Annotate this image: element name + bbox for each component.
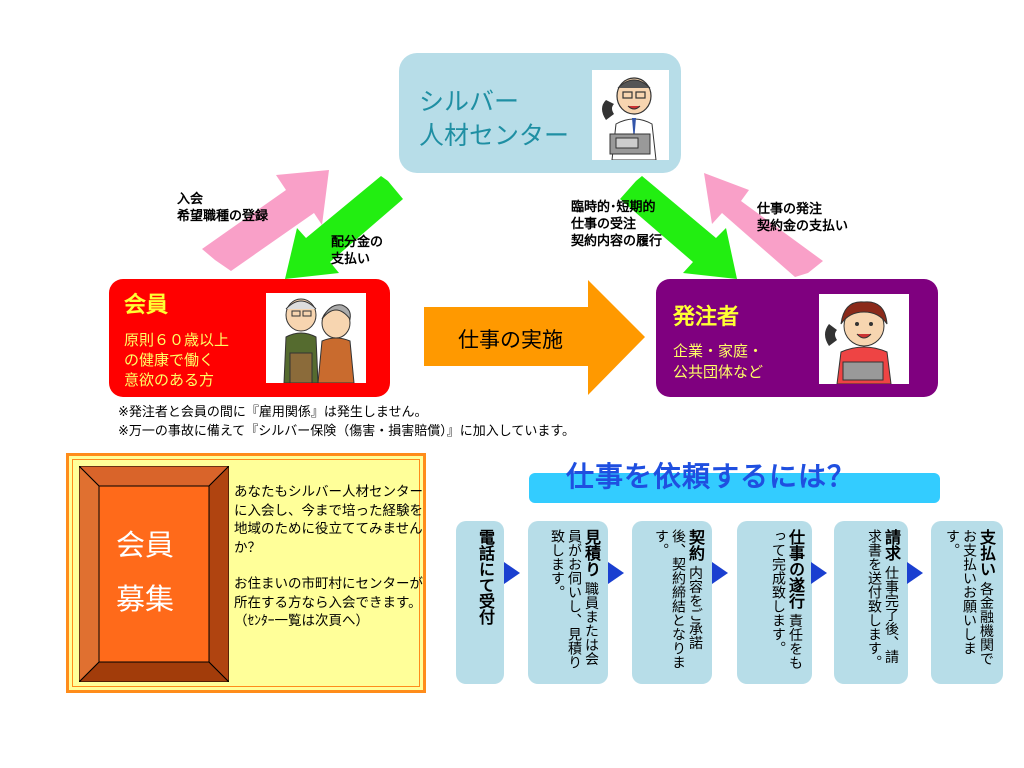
phone-woman-illustration <box>819 294 909 384</box>
step-contract-head: 契約 <box>686 529 705 561</box>
step-execution-body: 責任をもって完成致します。 <box>770 529 803 670</box>
member-box: 会員 原則６０歳以上 の健康で働く 意欲のある方 <box>109 279 390 397</box>
member-description: 原則６０歳以上 の健康で働く 意欲のある方 <box>124 330 229 390</box>
step-payment-head: 支払い <box>977 529 996 577</box>
step-arrow-icon <box>712 562 728 584</box>
pink-arrow-join <box>202 170 329 271</box>
recruit-frame <box>79 466 229 682</box>
step-invoice-body: 仕事完了後、請求書を送付致します。 <box>866 529 899 669</box>
elderly-couple-illustration <box>266 293 366 383</box>
step-arrow-icon <box>608 562 624 584</box>
step-invoice: 請求 仕事完了後、請求書を送付致します。 <box>834 521 908 684</box>
step-phone-head: 電話にて受付 <box>476 529 495 625</box>
recruit-panel: 会員 募集 あなたもシルバー人材センターに入会し、今まで培った経験を地域のために… <box>66 453 426 693</box>
work-arrow <box>424 280 645 395</box>
step-estimate-head: 見積り <box>582 529 601 577</box>
step-execution: 仕事の遂行 責任をもって完成致します。 <box>737 521 812 684</box>
silver-center-box: シルバー 人材センター <box>399 53 681 173</box>
step-payment-body: 各金融機関でお支払いお願いします。 <box>944 529 994 666</box>
order-label-line2: 仕事の受注 <box>571 217 637 232</box>
member-desc-line2: の健康で働く <box>124 351 215 369</box>
recruit-text: あなたもシルバー人材センターに入会し、今まで培った経験を地域のために役立ててみま… <box>234 483 424 631</box>
green-arrow-order <box>620 176 737 279</box>
step-arrow-icon <box>907 562 923 584</box>
note-line2: ※万一の事故に備えて『シルバー保険（傷害・損害賠償）』に加入しています。 <box>118 424 576 439</box>
order-label-line3: 契約内容の履行 <box>571 234 663 249</box>
pay-label-line1: 配分金の <box>331 235 384 250</box>
step-contract-body: 内容をご承諾後、契約締結となります。 <box>653 529 703 669</box>
client-desc-line1: 企業・家庭・ <box>673 342 764 360</box>
howto-banner <box>529 473 940 503</box>
pink-arrow-client <box>704 173 823 277</box>
pay-label: 配分金の 支払い <box>331 234 383 268</box>
recruit-paragraph3: （ｾﾝﾀｰ一覧は次頁へ） <box>234 613 369 629</box>
order-label-line1: 臨時的･短期的 <box>571 200 656 215</box>
order-label: 臨時的･短期的 仕事の受注 契約内容の履行 <box>571 199 662 250</box>
center-title-line2: 人材センター <box>419 121 570 150</box>
join-label-line1: 入会 <box>177 192 204 207</box>
center-title-line1: シルバー <box>419 87 520 116</box>
step-payment: 支払い 各金融機関でお支払いお願いします。 <box>931 521 1003 684</box>
recruit-title-line1: 会員 <box>115 528 174 562</box>
recruit-paragraph2: お住まいの市町村にセンターが所在する方なら入会できます。 <box>234 576 423 611</box>
note-line1: ※発注者と会員の間に『雇用関係』は発生しません。 <box>118 405 428 420</box>
step-contract: 契約 内容をご承諾後、契約締結となります。 <box>632 521 712 684</box>
howto-title: 仕事を依頼するには？ <box>566 460 857 493</box>
client-title: 発注者 <box>673 305 740 330</box>
recruit-paragraph1: あなたもシルバー人材センターに入会し、今まで培った経験を地域のために役立ててみま… <box>234 484 423 556</box>
join-label: 入会 希望職種の登録 <box>177 191 268 225</box>
member-desc-line1: 原則６０歳以上 <box>124 331 230 349</box>
client-description: 企業・家庭・ 公共団体など <box>673 341 763 383</box>
phone-man-illustration <box>592 70 669 160</box>
client-order-label-line2: 契約金の支払い <box>757 219 849 234</box>
member-title: 会員 <box>124 293 169 318</box>
pay-label-line2: 支払い <box>331 252 371 267</box>
step-phone: 電話にて受付 <box>456 521 504 684</box>
recruit-title: 会員 募集 <box>95 518 195 626</box>
step-estimate-body: 職員または会員がお伺いし、見積り致します。 <box>549 529 599 669</box>
step-arrow-icon <box>504 562 520 584</box>
recruit-title-line2: 募集 <box>115 582 174 616</box>
client-order-label: 仕事の発注 契約金の支払い <box>757 201 848 235</box>
client-box: 発注者 企業・家庭・ 公共団体など <box>656 279 938 397</box>
step-invoice-head: 請求 <box>882 529 901 561</box>
member-desc-line3: 意欲のある方 <box>124 371 215 389</box>
client-order-label-line1: 仕事の発注 <box>757 202 823 217</box>
work-arrow-label: 仕事の実施 <box>458 328 563 352</box>
center-title: シルバー 人材センター <box>419 85 569 153</box>
step-arrow-icon <box>811 562 827 584</box>
client-desc-line2: 公共団体など <box>673 363 764 381</box>
step-execution-head: 仕事の遂行 <box>786 529 805 609</box>
green-arrow-pay <box>285 176 403 279</box>
step-estimate: 見積り 職員または会員がお伺いし、見積り致します。 <box>528 521 608 684</box>
notes: ※発注者と会員の間に『雇用関係』は発生しません。 ※万一の事故に備えて『シルバー… <box>118 403 575 441</box>
join-label-line2: 希望職種の登録 <box>177 209 269 224</box>
